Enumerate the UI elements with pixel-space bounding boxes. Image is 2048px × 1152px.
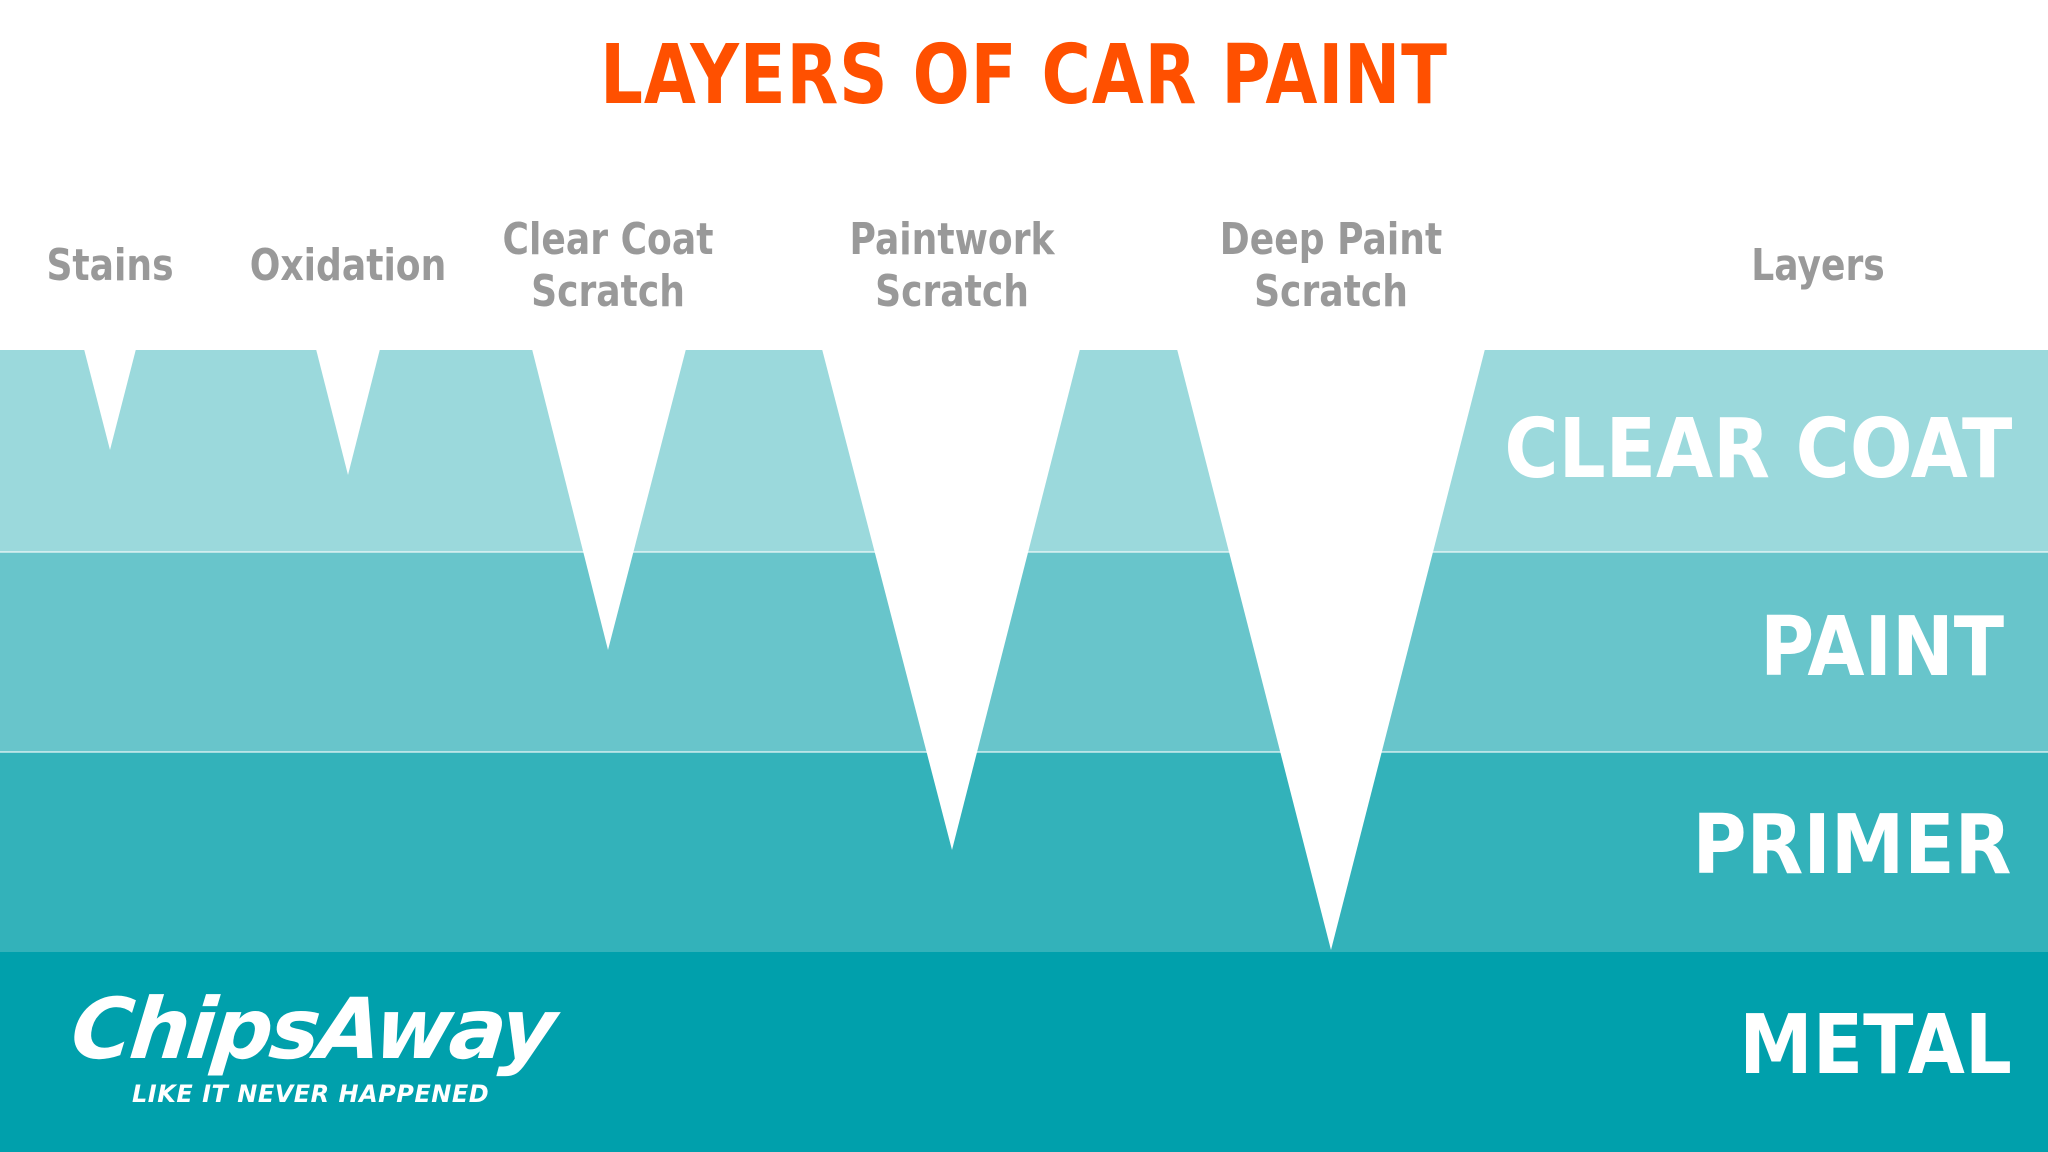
brand-tagline: LIKE IT NEVER HAPPENED xyxy=(132,1080,490,1108)
layer-name-primer: PRIMER xyxy=(1692,798,2012,893)
paintwork-scratch-notch xyxy=(822,349,1080,850)
deep-paint-scratch-notch xyxy=(1177,349,1485,950)
layer-band-primer xyxy=(0,752,2048,952)
stains-notch xyxy=(84,349,136,450)
layer-name-clear-coat: CLEAR COAT xyxy=(1504,402,2012,497)
layer-divider xyxy=(0,751,2048,753)
layer-band-metal xyxy=(0,952,2048,1152)
layer-name-metal: METAL xyxy=(1739,998,2012,1093)
label-clear-coat-scratch: Clear Coat Scratch xyxy=(502,214,714,317)
oxidation-notch xyxy=(316,349,380,475)
brand-logo: ChipsAway LIKE IT NEVER HAPPENED xyxy=(67,980,558,1108)
layer-name-paint: PAINT xyxy=(1760,600,2004,695)
brand-name: ChipsAway xyxy=(66,980,559,1078)
label-paintwork-scratch: Paintwork Scratch xyxy=(849,214,1055,317)
layer-band-paint xyxy=(0,552,2048,752)
label-layers-heading: Layers xyxy=(1751,240,1885,291)
label-oxidation: Oxidation xyxy=(249,240,447,291)
label-stains: Stains xyxy=(46,240,174,291)
page-title: LAYERS OF CAR PAINT xyxy=(600,28,1448,123)
label-deep-paint-scratch: Deep Paint Scratch xyxy=(1219,214,1443,317)
clear-coat-scratch-notch xyxy=(532,349,686,650)
